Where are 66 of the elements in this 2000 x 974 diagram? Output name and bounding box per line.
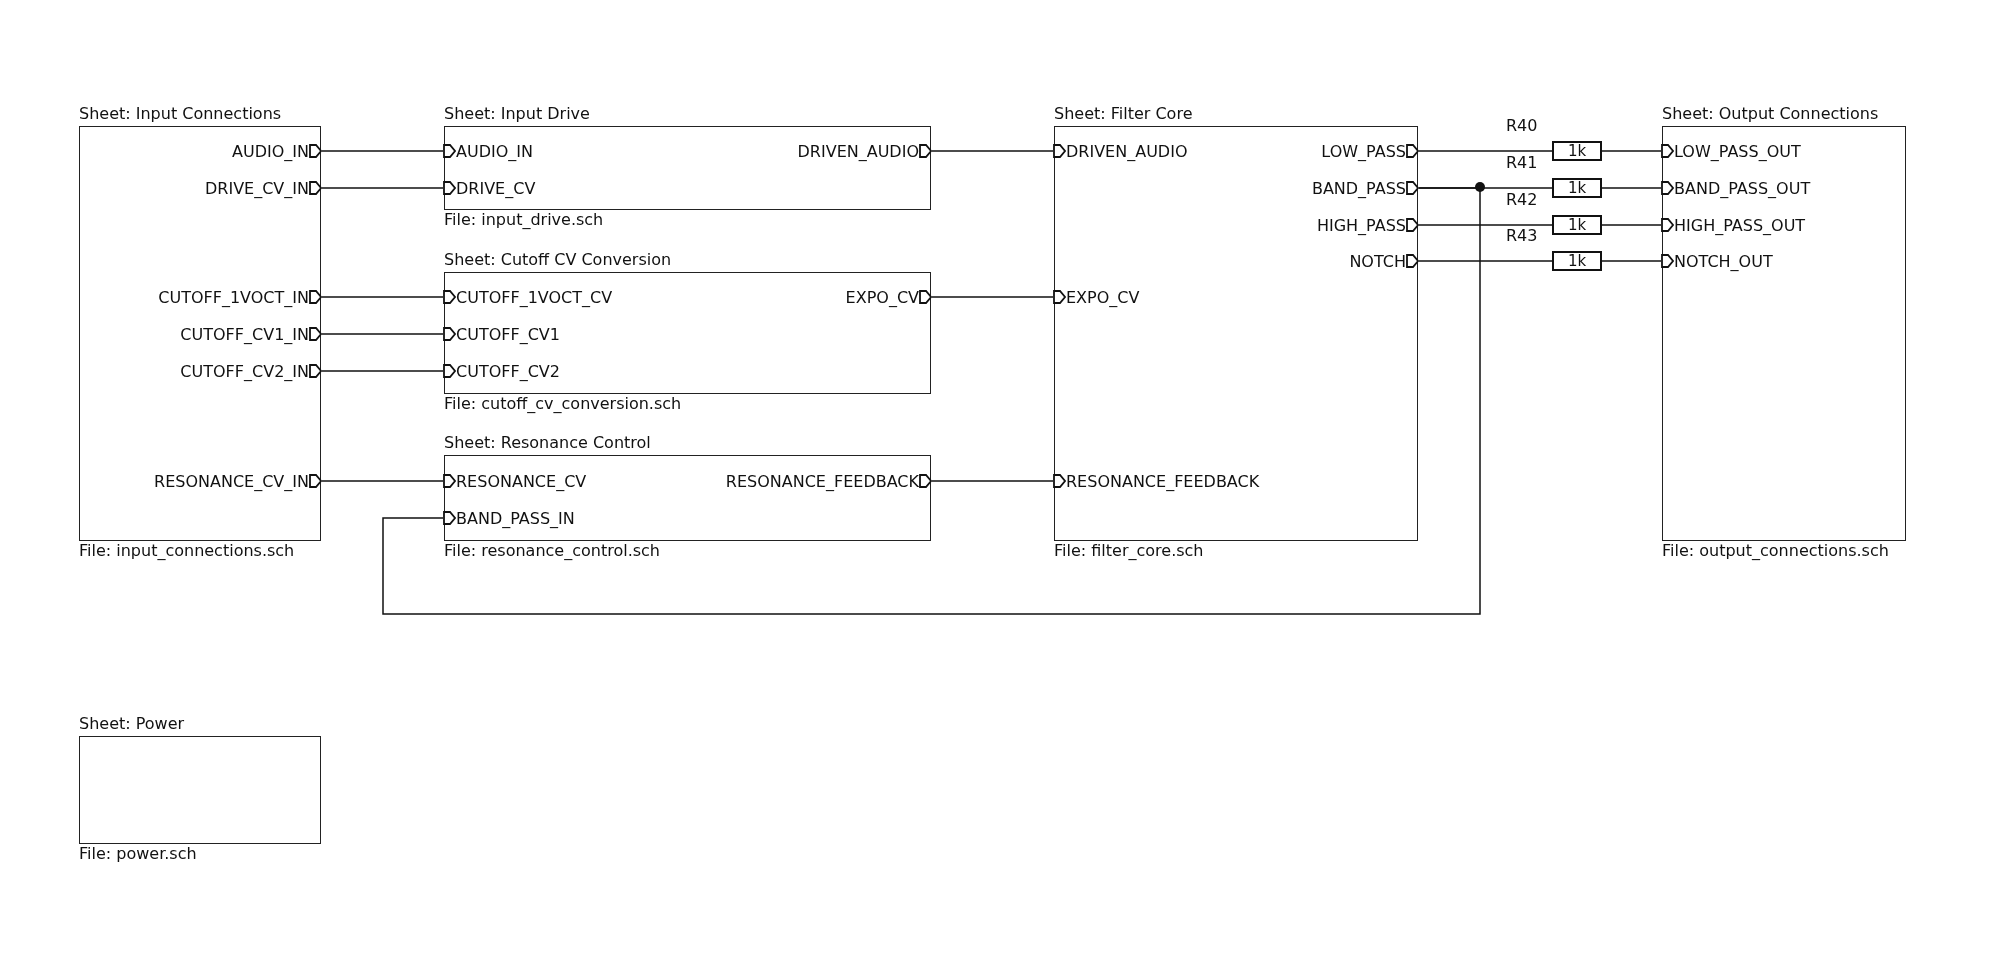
wire xyxy=(1601,187,1662,189)
resistor-symbol: 1k xyxy=(1552,251,1602,271)
pin-label: EXPO_CV xyxy=(1066,287,1140,307)
resistor-symbol: 1k xyxy=(1552,215,1602,235)
pin-label: BAND_PASS_OUT xyxy=(1674,178,1811,198)
file-name: File: output_connections.sch xyxy=(1662,541,1889,561)
pin-label: NOTCH_OUT xyxy=(1674,251,1773,271)
wire xyxy=(1601,260,1662,262)
pin-label: NOTCH xyxy=(1349,251,1406,271)
pin-label: HIGH_PASS xyxy=(1316,215,1406,235)
wire xyxy=(321,150,444,152)
wire xyxy=(1418,260,1553,262)
pin-label: CUTOFF_1VOCT_IN xyxy=(158,287,309,307)
wire xyxy=(1418,224,1553,226)
wire xyxy=(1418,150,1553,152)
file-name: File: input_drive.sch xyxy=(444,210,604,230)
wire xyxy=(321,296,444,298)
pin-label: RESONANCE_FEEDBACK xyxy=(1066,471,1260,491)
pin-label: DRIVE_CV_IN xyxy=(205,178,309,198)
reference-designator: R40 xyxy=(1506,116,1538,136)
pin-label: BAND_PASS_IN xyxy=(456,508,575,528)
file-name: File: filter_core.sch xyxy=(1054,541,1204,561)
pin-label: CUTOFF_1VOCT_CV xyxy=(456,287,613,307)
pin-label: AUDIO_IN xyxy=(232,141,309,161)
wire xyxy=(321,480,444,482)
pin-label: AUDIO_IN xyxy=(456,141,533,161)
sheet-name: Sheet: Resonance Control xyxy=(444,433,651,453)
wire xyxy=(1601,150,1662,152)
file-name: File: input_connections.sch xyxy=(79,541,295,561)
wire xyxy=(931,296,1054,298)
file-name: File: power.sch xyxy=(79,844,197,864)
wire xyxy=(321,370,444,372)
pin-label: CUTOFF_CV2_IN xyxy=(180,361,309,381)
sheet-name: Sheet: Output Connections xyxy=(1662,104,1879,124)
reference-designator: R41 xyxy=(1506,153,1538,173)
pin-label: BAND_PASS xyxy=(1311,178,1406,198)
reference-designator: R43 xyxy=(1506,226,1538,246)
pin-label: RESONANCE_FEEDBACK xyxy=(725,471,919,491)
wire xyxy=(321,187,444,189)
pin-label: HIGH_PASS_OUT xyxy=(1674,215,1806,235)
pin-label: RESONANCE_CV xyxy=(456,471,587,491)
pin-label: CUTOFF_CV1_IN xyxy=(180,324,309,344)
wire xyxy=(1601,224,1662,226)
sheet-name: Sheet: Input Connections xyxy=(79,104,282,124)
pin-label: RESONANCE_CV_IN xyxy=(154,471,309,491)
sheet-name: Sheet: Power xyxy=(79,714,185,734)
pin-label: LOW_PASS xyxy=(1321,141,1406,161)
pin-label: CUTOFF_CV2 xyxy=(456,361,560,381)
pin-label: CUTOFF_CV1 xyxy=(456,324,560,344)
pin-label: DRIVEN_AUDIO xyxy=(797,141,919,161)
sheet-name: Sheet: Filter Core xyxy=(1054,104,1193,124)
wire xyxy=(321,333,444,335)
sheet-name: Sheet: Cutoff CV Conversion xyxy=(444,250,672,270)
wire xyxy=(382,187,1481,615)
pin-label: DRIVE_CV xyxy=(456,178,536,198)
wire xyxy=(931,150,1054,152)
pin-label: LOW_PASS_OUT xyxy=(1674,141,1801,161)
sheet-name: Sheet: Input Drive xyxy=(444,104,590,124)
resistor-symbol: 1k xyxy=(1552,141,1602,161)
pin-label: EXPO_CV xyxy=(845,287,919,307)
wire xyxy=(931,480,1054,482)
resistor-symbol: 1k xyxy=(1552,178,1602,198)
file-name: File: cutoff_cv_conversion.sch xyxy=(444,394,682,414)
reference-designator: R42 xyxy=(1506,190,1538,210)
pin-label: DRIVEN_AUDIO xyxy=(1066,141,1188,161)
file-name: File: resonance_control.sch xyxy=(444,541,660,561)
